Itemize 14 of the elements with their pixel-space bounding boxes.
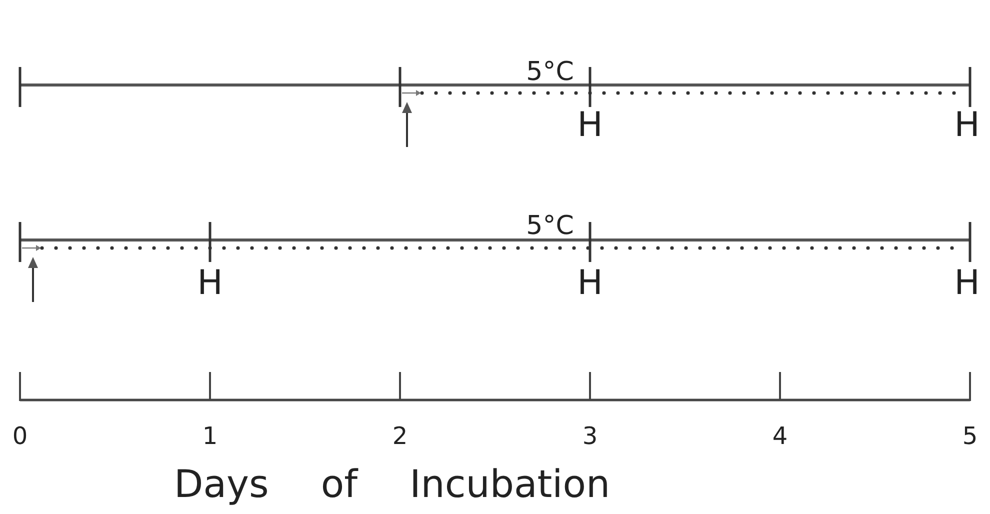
axis-tick-label: 1	[202, 424, 218, 448]
temperature-label: 5°C	[526, 213, 574, 239]
axis-tick-label: 4	[772, 424, 788, 448]
harvest-mark: H	[197, 266, 223, 300]
harvest-mark: H	[954, 108, 980, 142]
axis-tick-label: 3	[582, 424, 598, 448]
axis-tick-label: 2	[392, 424, 408, 448]
axis-tick-label: 5	[962, 424, 978, 448]
harvest-mark: H	[954, 266, 980, 300]
harvest-mark: H	[577, 108, 603, 142]
harvest-mark: H	[577, 266, 603, 300]
axis-title: Days of Incubation	[174, 465, 610, 503]
temperature-label: 5°C	[526, 59, 574, 85]
axis-tick-label: 0	[12, 424, 28, 448]
